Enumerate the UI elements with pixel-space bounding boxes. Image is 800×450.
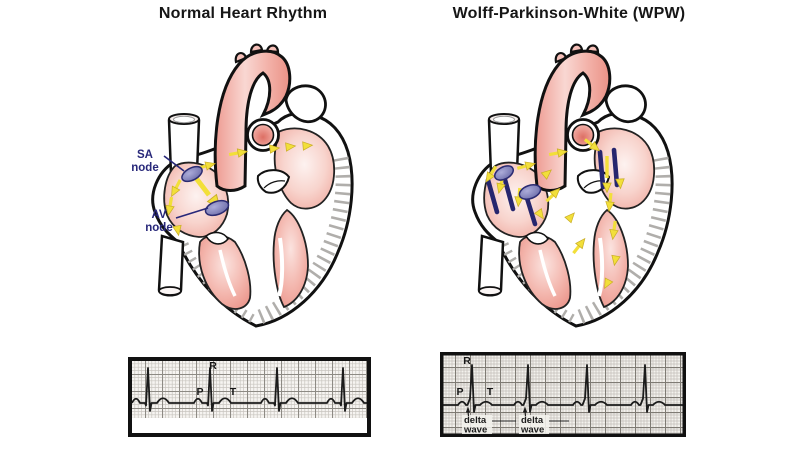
up-arrow-icon (522, 406, 528, 413)
sa-node-pointer-line (163, 155, 185, 172)
p-wave-label: P (456, 386, 463, 398)
panel-title-wpw: Wolff-Parkinson-White (WPW) (452, 5, 686, 22)
ecg-strip-wpw: R P T delta wave delta wave (440, 352, 686, 437)
av-node (518, 184, 542, 200)
ecg-strip-normal: R P T (128, 357, 371, 437)
r-wave-label: R (209, 360, 217, 372)
normal-heart-illustration (120, 40, 400, 340)
t-wave-label: T (230, 386, 237, 398)
t-wave-label: T (487, 386, 494, 398)
r-wave-label: R (463, 355, 471, 367)
delta-wave-annotation-1: delta wave (462, 406, 516, 436)
svg-text:wave: wave (463, 425, 487, 436)
svg-text:wave: wave (520, 425, 544, 436)
delta-wave-annotation-2: delta wave (519, 406, 569, 436)
conduction-arrows-wpw (480, 134, 626, 291)
av-node (204, 199, 230, 217)
up-arrow-icon (465, 406, 471, 413)
conduction-arrows-normal (162, 140, 314, 237)
av-node-label: AV node (145, 209, 173, 234)
sa-node-label: SA node (131, 149, 159, 174)
p-wave-label: P (196, 386, 203, 398)
ecg-grid (132, 361, 367, 418)
svg-text:delta: delta (521, 415, 544, 426)
ecg-trace-wpw (443, 364, 683, 413)
sa-node (181, 165, 203, 183)
accessory-pathway-bars (485, 147, 620, 227)
ecg-trace-normal (131, 367, 367, 412)
wpw-heart-illustration (440, 40, 720, 340)
svg-text:delta: delta (464, 415, 487, 426)
panel-title-normal: Normal Heart Rhythm (158, 5, 328, 22)
sa-node (493, 165, 515, 181)
av-node-pointer-line (175, 207, 209, 219)
